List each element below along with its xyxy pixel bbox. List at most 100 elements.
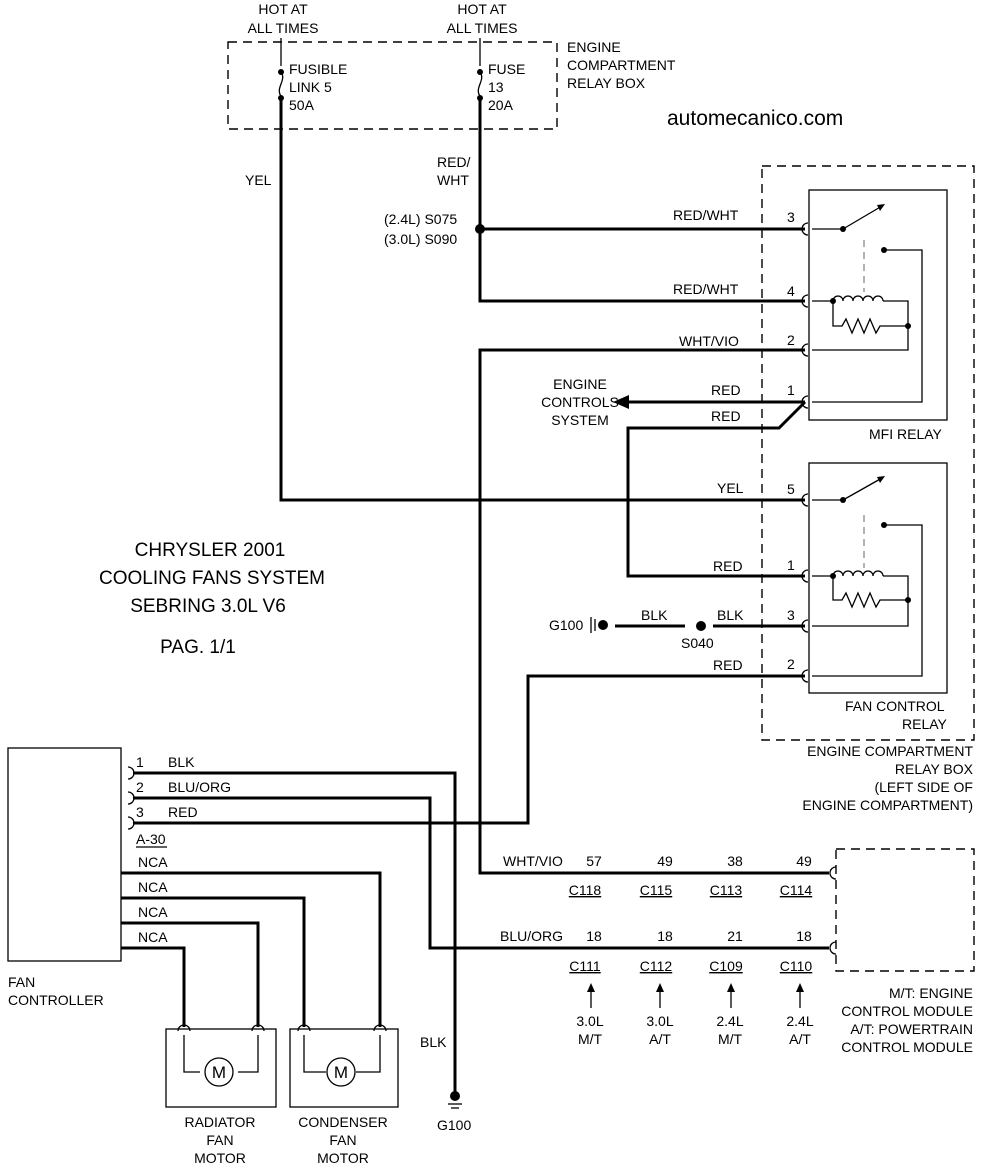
wht-vio-wire — [478, 348, 829, 875]
radiator-label-2: FAN — [206, 1132, 233, 1148]
module-label-4: CONTROL MODULE — [841, 1039, 973, 1055]
variant-1-engine: 3.0L — [576, 1013, 603, 1029]
mfi-pin-3: 3 — [787, 209, 795, 225]
hot-at-all-times-right-1: HOT AT — [457, 1, 507, 17]
engine-compartment-relay-box-top — [227, 41, 558, 130]
nca-label-3: NCA — [138, 904, 168, 920]
module-label-1: M/T: ENGINE — [889, 985, 973, 1001]
mfi-pin1-label-b: RED — [711, 408, 741, 424]
module-top-wire-color: WHT/VIO — [503, 853, 563, 869]
mfi-pin-2: 2 — [787, 332, 795, 348]
fan-relay-label-2: RELAY — [902, 716, 948, 732]
ground-g100-bottom — [450, 1091, 460, 1101]
motor-icon-radiator: M — [204, 1057, 234, 1087]
mfi-relay — [808, 189, 948, 421]
fan-connector-1 — [801, 569, 809, 583]
red-wire-mfi-to-fan — [626, 400, 807, 578]
fan-control-relay — [808, 462, 948, 694]
fan-relay-label-1: FAN CONTROL — [845, 698, 945, 714]
relay-box-top-label-3: RELAY BOX — [567, 75, 646, 91]
fusible-link-label-2: LINK 5 — [289, 79, 332, 95]
condenser-label-3: MOTOR — [317, 1150, 369, 1166]
fan-connector-5 — [801, 493, 809, 507]
g100-bottom-label: G100 — [437, 1117, 471, 1133]
nca-wire-4 — [121, 946, 186, 1027]
relay-box-bottom-label-2: RELAY BOX — [895, 761, 974, 777]
relay-box-top-label-1: ENGINE — [567, 39, 621, 55]
mfi-relay-label: MFI RELAY — [869, 426, 943, 442]
module-label-3: A/T: POWERTRAIN — [850, 1021, 973, 1037]
variant-2-engine: 3.0L — [646, 1013, 673, 1029]
page-number: PAG. 1/1 — [160, 637, 236, 658]
fan-controller — [7, 747, 122, 962]
module-top-pin-1: 57 — [586, 853, 602, 869]
red-wht-label-2: WHT — [437, 172, 469, 188]
mfi-pin1-label-a: RED — [711, 382, 741, 398]
mfi-relay-internal — [812, 204, 923, 403]
ground-blk-label: BLK — [641, 607, 668, 623]
fan-controller-label-2: CONTROLLER — [8, 992, 104, 1008]
engine-controls-label-1: ENGINE — [553, 376, 607, 392]
condenser-label-1: CONDENSER — [298, 1114, 387, 1130]
title-line-2: COOLING FANS SYSTEM — [99, 568, 325, 589]
controller-pin-2-color: BLU/ORG — [168, 779, 231, 795]
title-line-1: CHRYSLER 2001 — [135, 540, 286, 561]
controller-pin-2: 2 — [136, 779, 144, 795]
connector-c112: C112 — [640, 958, 673, 974]
nca-label-2: NCA — [138, 879, 168, 895]
g100-left-label: G100 — [549, 617, 583, 633]
variant-3-trans: M/T — [718, 1031, 743, 1047]
ground-g100-left — [598, 620, 608, 630]
nca-label-4: NCA — [138, 929, 168, 945]
module-bottom-wire-color: BLU/ORG — [500, 928, 563, 944]
variant-arrow-1 — [587, 983, 595, 1008]
condenser-label-2: FAN — [329, 1132, 356, 1148]
mfi-pin-4: 4 — [787, 283, 795, 299]
module-bottom-pin-2: 18 — [657, 928, 673, 944]
hot-at-all-times-right-2: ALL TIMES — [447, 20, 518, 36]
connector-c118: C118 — [569, 882, 602, 898]
red-wht-label-1: RED/ — [437, 154, 471, 170]
controller-pin-1: 1 — [136, 754, 144, 770]
fan-pin2-wire-label: RED — [713, 657, 743, 673]
fan-pin-1: 1 — [787, 557, 795, 573]
variant-arrow-3 — [727, 983, 735, 1008]
red-wht-wire — [478, 98, 805, 303]
engine-compartment-relay-box — [761, 165, 975, 741]
blk-drop-label: BLK — [420, 1034, 447, 1050]
fan-pin-5: 5 — [787, 481, 795, 497]
relay-box-bottom-label-3: (LEFT SIDE OF — [874, 779, 973, 795]
motor-icon-condenser: M — [326, 1057, 356, 1087]
controller-connector-3 — [127, 816, 135, 830]
module-top-pin-3: 38 — [727, 853, 743, 869]
fan-pin1-wire-label: RED — [713, 558, 743, 574]
mfi-pin3-wire-label: RED/WHT — [673, 207, 739, 223]
fan-pin3-wire-label: BLK — [717, 607, 744, 623]
variant-2-trans: A/T — [649, 1031, 671, 1047]
watermark: automecanico.com — [667, 107, 843, 130]
mfi-connector-2 — [801, 343, 809, 357]
connector-c113: C113 — [710, 882, 743, 898]
engine-controls-label-3: SYSTEM — [551, 412, 609, 428]
variant-4-engine: 2.4L — [786, 1013, 813, 1029]
arrow-left-icon — [613, 395, 629, 409]
control-module — [835, 848, 975, 972]
mfi-pin-1: 1 — [787, 382, 795, 398]
module-bottom-pin-4: 18 — [796, 928, 812, 944]
fan-connector-2 — [801, 669, 809, 683]
variant-3-engine: 2.4L — [716, 1013, 743, 1029]
blu-org-wire — [133, 796, 829, 950]
fan-pin-2: 2 — [787, 656, 795, 672]
mfi-pin2-wire-label: WHT/VIO — [679, 333, 739, 349]
connector-c110: C110 — [780, 958, 813, 974]
splice-label-30: (3.0L) S090 — [384, 231, 457, 247]
fan-relay-internal — [812, 476, 923, 677]
fuse-label-1: FUSE — [488, 61, 525, 77]
variant-1-trans: M/T — [578, 1031, 603, 1047]
variant-arrow-4 — [796, 983, 804, 1008]
hot-at-all-times-left-1: HOT AT — [258, 1, 308, 17]
connector-c109: C109 — [709, 958, 743, 974]
fuse-label-2: 13 — [488, 79, 504, 95]
motor-symbol-condenser: M — [334, 1063, 348, 1082]
